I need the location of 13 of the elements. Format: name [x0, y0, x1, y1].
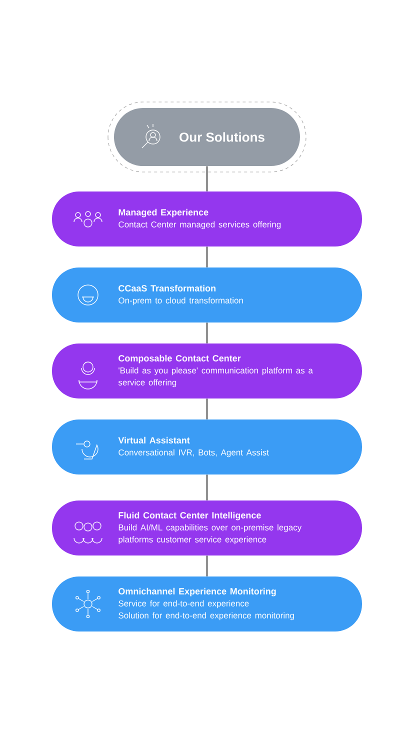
title-pill: Our Solutions [114, 108, 300, 166]
connector-line [206, 398, 208, 420]
connector-line [206, 166, 208, 192]
solution-pill: CCaaS Transformation On-prem to cloud transformation [52, 268, 362, 322]
solution-pill: Omnichannel Experience Monitoring Service for end-to-end experience Solution for end-to-end experience monitoring [52, 576, 362, 632]
connector-line [206, 322, 208, 344]
connector-line [206, 474, 208, 500]
solution-pill: Virtual Assistant Conversational IVR, Bots, Agent Assist [52, 420, 362, 474]
connector-line [206, 246, 208, 268]
solution-pill: Managed Experience Contact Center managed services offering [52, 192, 362, 246]
connector-line [206, 556, 208, 576]
solution-pill: Composable Contact Center 'Build as you please' communication platform as a service offering [52, 344, 362, 398]
solution-pill: Fluid Contact Center Intelligence Build AI/ML capabilities over on-premise legacy platforms customer service experience [52, 500, 362, 556]
